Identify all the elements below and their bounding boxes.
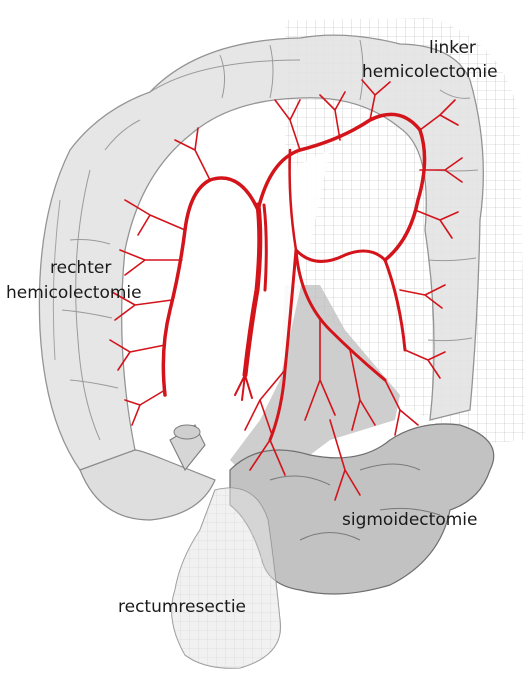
label-rectum-resection: rectumresectie xyxy=(118,597,246,617)
rectum xyxy=(172,488,281,668)
label-right-hemicolectomy: hemicolectomie xyxy=(6,283,142,303)
label-linker: linker xyxy=(429,38,476,58)
label-sigmoidectomy: sigmoidectomie xyxy=(342,510,477,530)
label-left-hemicolectomy: hemicolectomie xyxy=(362,62,498,82)
label-rechter: rechter xyxy=(50,258,111,278)
